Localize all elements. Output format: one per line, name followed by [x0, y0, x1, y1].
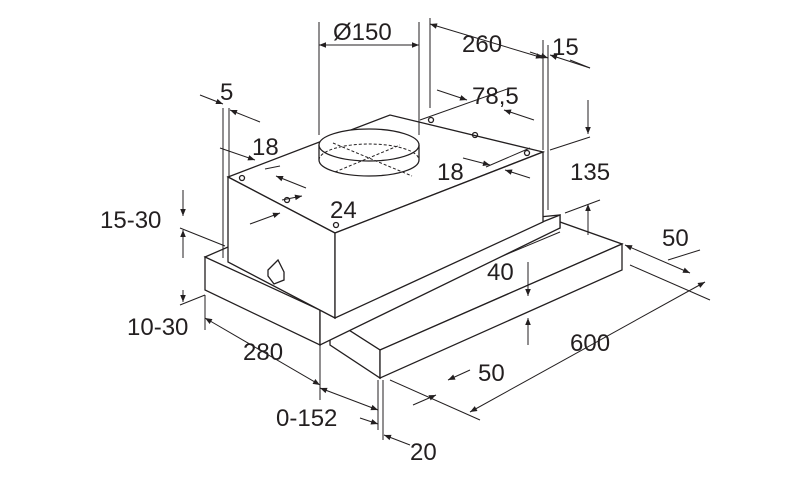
label-duct-diameter: Ø150 — [333, 19, 392, 46]
label-135: 135 — [570, 159, 610, 186]
label-15: 15 — [552, 34, 579, 61]
label-24: 24 — [330, 197, 357, 224]
label-40: 40 — [487, 259, 514, 286]
label-front-50: 50 — [478, 360, 505, 387]
label-18-right: 18 — [437, 159, 464, 186]
label-10-30: 10-30 — [127, 314, 188, 341]
label-drawer-50: 50 — [662, 225, 689, 252]
label-280: 280 — [243, 339, 283, 366]
switch-icon — [267, 258, 285, 285]
dimension-labels: Ø150 260 15 5 78,5 18 18 135 24 15-30 50… — [100, 19, 689, 466]
label-600: 600 — [570, 330, 610, 357]
dimension-lines — [179, 18, 711, 446]
label-20: 20 — [410, 439, 437, 466]
label-0-152: 0-152 — [276, 405, 337, 432]
label-78-5: 78,5 — [472, 83, 519, 110]
label-260: 260 — [462, 31, 502, 58]
label-5: 5 — [220, 79, 233, 106]
label-15-30: 15-30 — [100, 207, 161, 234]
duct-outlet — [318, 128, 420, 177]
label-18-left: 18 — [252, 134, 279, 161]
